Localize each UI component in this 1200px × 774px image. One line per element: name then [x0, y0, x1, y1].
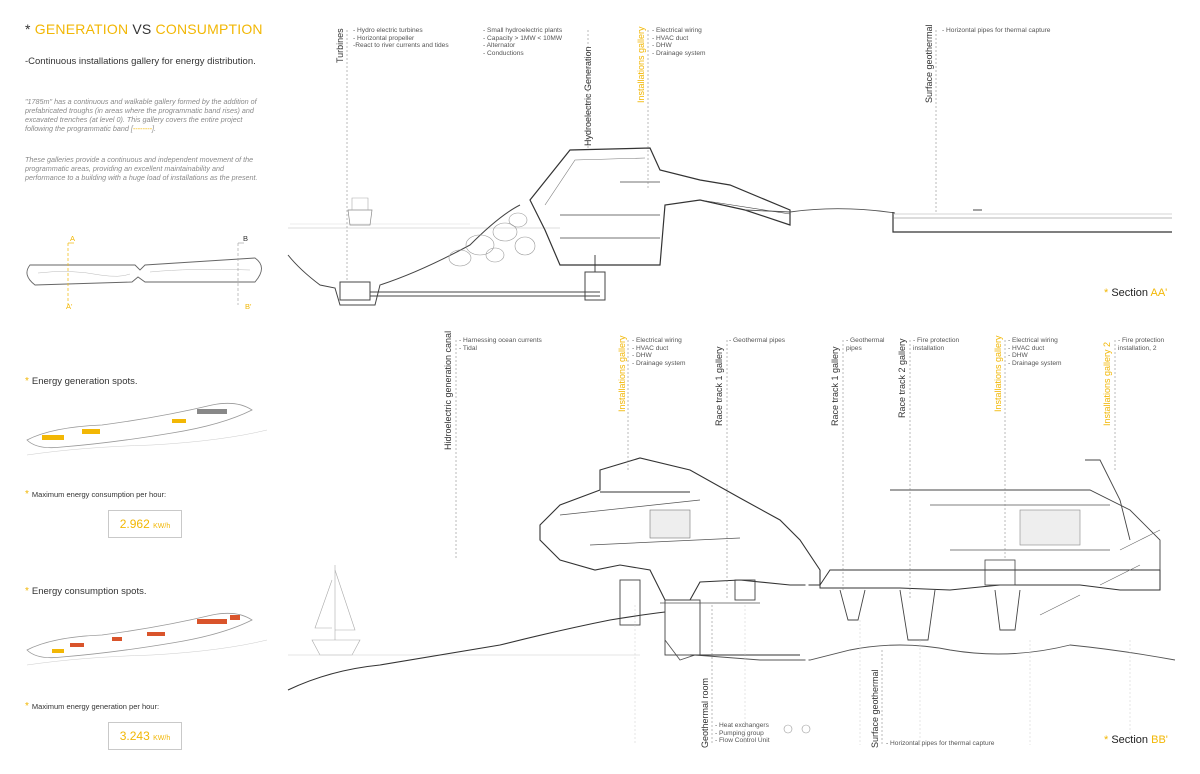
max-consumption-value: 2.962	[119, 517, 150, 531]
consumption-spots-text: Energy consumption spots.	[31, 586, 147, 597]
aa-note-gallery-2: - HVAC duct	[652, 34, 689, 42]
bb-notes-gallery-2: - Fire protection installation, 2	[1118, 337, 1164, 352]
generation-spots-plan	[26, 402, 268, 456]
title-consumption: CONSUMPTION	[155, 21, 263, 37]
aa-note-turbines-1: - Hydro electric turbines	[353, 27, 423, 34]
bb-note-gallery2-2: installation, 2	[1118, 344, 1157, 352]
generation-spots-label: *Energy generation spots.	[25, 376, 138, 387]
aa-note-turbines-3: -React to river currents and tides	[353, 42, 449, 50]
aa-note-geo-1: - Horizontal pipes for thermal capture	[942, 27, 1051, 34]
aa-notes-gallery: - Electrical wiring - HVAC duct - DHW - …	[652, 27, 706, 57]
bb-note-gallery3-1: - Electrical wiring	[1008, 337, 1058, 344]
bb-note-race2-1: - Fire protection	[913, 337, 960, 344]
section-bb-title: * Section BB'	[1104, 734, 1168, 746]
bb-notes-geothermal-room: - Heat exchangers - Pumping group - Flow…	[715, 722, 770, 745]
consumption-spots-plan	[26, 612, 268, 666]
bb-note-georoom-1: - Heat exchangers	[715, 722, 769, 729]
key-b-top: B	[243, 234, 249, 243]
bb-label-canal: Hidroelectric generation canal	[443, 330, 453, 450]
bb-notes-surface-geothermal: - Horizontal pipes for thermal capture	[886, 740, 994, 748]
bb-notes-race1b: - Geothermal pipes	[846, 337, 884, 352]
bb-notes-gallery-3: - Electrical wiring - HVAC duct - DHW - …	[1008, 337, 1062, 367]
bb-note-gallery3-4: - Drainage system	[1008, 359, 1062, 367]
bb-label-surface-geothermal: Surface geothermal	[870, 669, 880, 748]
max-generation-value: 3.243	[119, 729, 150, 743]
section-aa-title: * Section AA'	[1104, 287, 1168, 299]
key-b-bottom: B'	[245, 302, 252, 311]
aa-note-hydro-1: - Small hydroelectric plants	[483, 27, 563, 34]
bb-notes-gallery-1: - Electrical wiring - HVAC duct - DHW - …	[632, 337, 686, 367]
bb-notes-race2: - Fire protection installation	[913, 337, 959, 352]
panel-subtitle: -Continuous installations gallery for en…	[25, 56, 256, 67]
section-aa-word: Section	[1111, 287, 1149, 299]
title-asterisk: *	[25, 21, 31, 37]
gallery-band-mark: --------	[132, 124, 153, 133]
description-paragraph-2: These galleries provide a continuous and…	[25, 155, 258, 182]
bb-note-gallery1-2: - HVAC duct	[632, 344, 669, 352]
bb-label-geothermal-room: Geothermal room	[700, 677, 710, 748]
key-plan	[26, 242, 262, 305]
panel-title: * GENERATION VS CONSUMPTION	[25, 21, 263, 37]
aa-notes-hydro: - Small hydroelectric plants - Capacity …	[483, 27, 562, 57]
title-vs: VS	[132, 21, 152, 37]
bb-label-gallery-3: Installations gallery	[993, 335, 1003, 412]
max-generation-box: 3.243 KW/h	[108, 722, 182, 750]
bb-note-gallery1-3: - DHW	[632, 352, 652, 360]
bb-label-race1a: Race track 1 gallery	[714, 346, 724, 426]
max-consumption-box: 2.962 KW/h	[108, 510, 182, 538]
bb-note-georoom-3: - Flow Control Unit	[715, 737, 770, 745]
title-generation: GENERATION	[34, 21, 129, 37]
bb-notes-race1a: - Geothermal pipes	[729, 337, 785, 345]
bb-note-gallery3-3: - DHW	[1008, 352, 1028, 360]
max-consumption-label: *Maximum energy consumption per hour:	[25, 489, 167, 500]
description-text-1: "1785m" has a continuous and walkable ga…	[25, 97, 257, 133]
bb-note-race2-2: installation	[913, 344, 945, 352]
generation-spots-text: Energy generation spots.	[31, 376, 138, 387]
key-a-bottom: A'	[66, 302, 73, 311]
bb-label-race1b: Race track 1 gallery	[830, 346, 840, 426]
bb-note-gallery2-1: - Fire protection	[1118, 337, 1165, 344]
bb-note-canal-2: - Tidal	[459, 344, 477, 352]
section-aa-id: AA'	[1150, 287, 1168, 299]
section-bb-id: BB'	[1151, 734, 1168, 746]
aa-note-hydro-4: - Conductions	[483, 49, 524, 57]
aa-notes-geothermal: - Horizontal pipes for thermal capture	[942, 27, 1050, 35]
max-generation-text: Maximum energy generation per hour:	[31, 702, 160, 711]
aa-note-hydro-3: - Alternator	[483, 42, 516, 50]
aa-note-gallery-3: - DHW	[652, 42, 672, 50]
bb-note-canal-1: - Harnessing ocean currents	[459, 337, 542, 344]
section-bb-word: Section	[1111, 734, 1149, 746]
bb-note-surfgeo-1: - Horizontal pipes for thermal capture	[886, 740, 995, 747]
max-consumption-text: Maximum energy consumption per hour:	[31, 490, 167, 499]
key-a-top: A	[70, 234, 76, 243]
aa-note-hydro-2: - Capacity > 1MW < 10MW	[483, 34, 563, 42]
max-generation-unit: KW/h	[153, 735, 171, 742]
consumption-spots-label: *Energy consumption spots.	[25, 586, 147, 597]
aa-notes-turbines: - Hydro electric turbines - Horizontal p…	[353, 27, 449, 50]
aa-note-gallery-1: - Electrical wiring	[652, 27, 702, 34]
bb-label-race2: Race track 2 gallery	[897, 338, 907, 418]
aa-note-gallery-4: - Drainage system	[652, 49, 706, 57]
bb-note-race1a-1: - Geothermal pipes	[729, 337, 786, 344]
description-text-1-end: ].	[152, 124, 157, 133]
max-generation-label: *Maximum energy generation per hour:	[25, 701, 160, 712]
bb-label-gallery-2: Installations gallery 2	[1102, 341, 1112, 426]
bb-note-gallery1-1: - Electrical wiring	[632, 337, 682, 344]
description-paragraph-1: "1785m" has a continuous and walkable ga…	[25, 97, 265, 133]
bb-note-race1b-2: pipes	[846, 344, 862, 352]
bb-note-gallery1-4: - Drainage system	[632, 359, 686, 367]
bb-note-race1b-1: - Geothermal	[846, 337, 885, 344]
bb-note-georoom-2: - Pumping group	[715, 729, 764, 737]
aa-note-turbines-2: - Horizontal propeller	[353, 34, 415, 42]
bb-note-gallery3-2: - HVAC duct	[1008, 344, 1045, 352]
max-consumption-unit: KW/h	[153, 523, 171, 530]
bb-label-gallery-1: Installations gallery	[617, 335, 627, 412]
bb-notes-canal: - Harnessing ocean currents - Tidal	[459, 337, 542, 352]
